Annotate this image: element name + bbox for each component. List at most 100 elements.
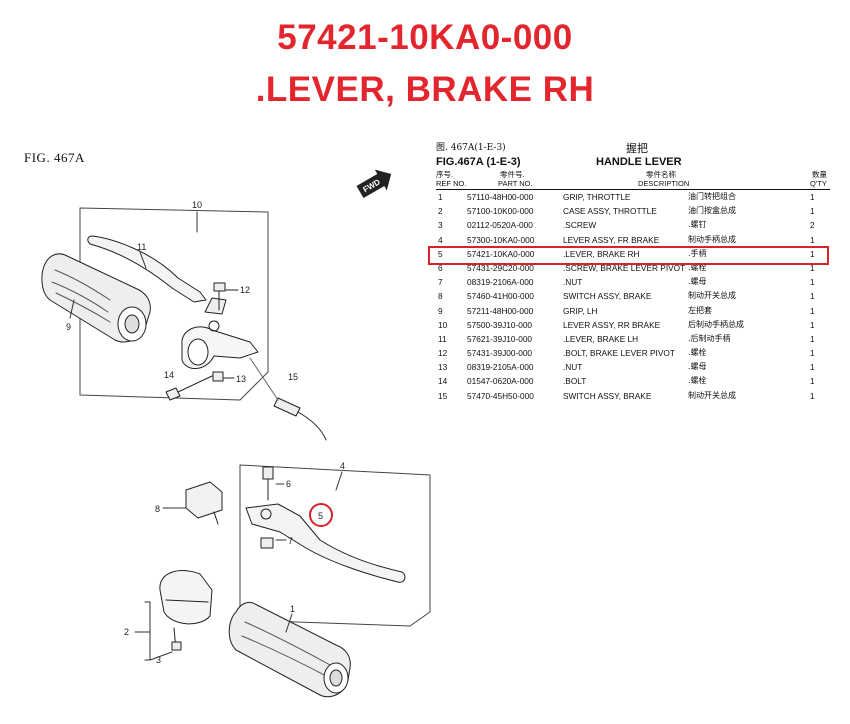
ref-cell: 10 <box>438 319 448 330</box>
lever-lh-part <box>87 235 207 303</box>
part-number-cell: 57470-45H50-000 <box>467 390 534 401</box>
qty-cell: 1 <box>810 319 815 330</box>
part-number-cell: 02112-0520A-000 <box>467 220 533 231</box>
col-part-en: PART NO. <box>498 179 533 188</box>
description-cell: SWITCH ASSY, BRAKE <box>563 291 652 302</box>
col-ref-en: REF NO. <box>436 179 467 188</box>
callout-14: 14 <box>164 370 174 380</box>
qty-cell: 1 <box>810 277 815 288</box>
grip-lh-part <box>41 253 151 343</box>
description-cell: .SCREW, BRAKE LEVER PIVOT <box>563 262 686 273</box>
part-number-cell: 57460-41H00-000 <box>467 291 534 302</box>
description-cell: .NUT <box>563 362 583 373</box>
description-cell: LEVER ASSY, RR BRAKE <box>563 319 661 330</box>
ref-cell: 2 <box>438 206 443 217</box>
ref-cell: 15 <box>438 390 448 401</box>
qty-cell: 1 <box>810 262 815 273</box>
grip-throttle-part <box>228 601 351 698</box>
ref-cell: 8 <box>438 291 443 302</box>
pivot-screw-part <box>262 466 274 501</box>
description-cell: .LEVER, BRAKE RH <box>563 248 640 259</box>
ref-cell: 7 <box>438 277 443 288</box>
part-number-cell: 57300-10KA0-000 <box>467 234 535 245</box>
description-cell: .SCREW <box>563 220 597 231</box>
group-frame-lower <box>239 464 431 627</box>
description-cn-cell: .手柄 <box>688 248 707 258</box>
qty-cell: 1 <box>810 348 815 359</box>
col-qty-cn: 数量 <box>812 170 827 179</box>
part-number-cell: 57211-48H00-000 <box>467 305 534 316</box>
part-number-cell: 57421-10KA0-000 <box>467 248 535 259</box>
qty-cell: 1 <box>810 305 815 316</box>
callout-10: 10 <box>192 200 202 210</box>
ref-cell: 1 <box>438 192 443 202</box>
callout-5: 5 <box>318 511 323 521</box>
qty-cell: 1 <box>810 234 815 245</box>
leader-lines <box>69 211 343 661</box>
description-cn-cell: .螺栓 <box>688 376 707 386</box>
table-title-en: FIG.467A (1-E-3) HANDLE LEVER <box>436 153 830 168</box>
qty-cell: 2 <box>810 220 815 231</box>
figure-label: FIG. 467A <box>24 150 85 165</box>
ref-cell: 14 <box>438 376 448 387</box>
parts-table: 图. 467A(1-E-3) 握把 FIG.467A (1-E-3) HANDL… <box>436 140 830 403</box>
qty-cell: 1 <box>810 390 815 401</box>
part-number-cell: 57110-48H00-000 <box>467 192 534 202</box>
ref-cell: 13 <box>438 362 448 373</box>
table-row: 14 01547-0620A-000 .BOLT .螺栓 1 <box>436 374 830 388</box>
part-number-cell: 08319-2105A-000 <box>467 362 534 373</box>
table-fig-cn: 图. 467A(1-E-3) <box>436 143 506 153</box>
brake-switch-part <box>185 481 223 525</box>
part-number-cell: 57100-10K00-000 <box>467 206 534 217</box>
col-part-cn: 零件号. <box>500 170 525 179</box>
qty-cell: 1 <box>810 192 815 202</box>
description-cell: .BOLT <box>563 376 587 387</box>
callout-3: 3 <box>156 655 161 665</box>
part-name-title: .LEVER, BRAKE RH <box>255 70 595 109</box>
description-cn-cell: .螺栓 <box>688 348 707 358</box>
description-cell: .BOLT, BRAKE LEVER PIVOT <box>563 348 675 359</box>
callout-8: 8 <box>155 504 160 514</box>
ref-cell: 12 <box>438 348 448 359</box>
table-column-header: 序号. REF NO. 零件号. PART NO. 零件名称 DESCRIPTI… <box>436 167 830 190</box>
callout-7: 7 <box>288 536 293 546</box>
description-cell: GRIP, THROTTLE <box>563 192 631 202</box>
part-number-title: 57421-10KA0-000 <box>277 18 573 57</box>
switch-15-part <box>249 357 327 441</box>
description-cn-cell: 制动开关总成 <box>688 390 736 400</box>
description-cell: GRIP, LH <box>563 305 598 316</box>
description-cn-cell: .后制动手柄 <box>688 333 731 343</box>
callout-9: 9 <box>66 322 71 332</box>
callout-12: 12 <box>240 285 250 295</box>
ref-cell: 11 <box>438 333 447 344</box>
description-cn-cell: 油门按盒总成 <box>688 206 736 216</box>
callout-13: 13 <box>236 374 246 384</box>
highlight-row-box <box>428 246 829 265</box>
part-number-cell: 08319-2106A-000 <box>467 277 534 288</box>
table-fig-en: FIG.467A (1-E-3) <box>436 156 521 168</box>
callout-6: 6 <box>286 479 291 489</box>
lever-bracket-part <box>181 297 259 369</box>
qty-cell: 1 <box>810 376 815 387</box>
nut-7-part <box>260 537 274 549</box>
bolt-12-part <box>213 282 239 311</box>
part-number-cell: 57431-29C20-000 <box>467 262 534 273</box>
part-number-cell: 57621-39J10-000 <box>467 333 533 344</box>
qty-cell: 1 <box>810 333 815 344</box>
callout-15: 15 <box>288 372 298 382</box>
callout-2: 2 <box>124 627 129 637</box>
ref-cell: 3 <box>438 220 443 231</box>
part-number-cell: 01547-0620A-000 <box>467 376 534 387</box>
